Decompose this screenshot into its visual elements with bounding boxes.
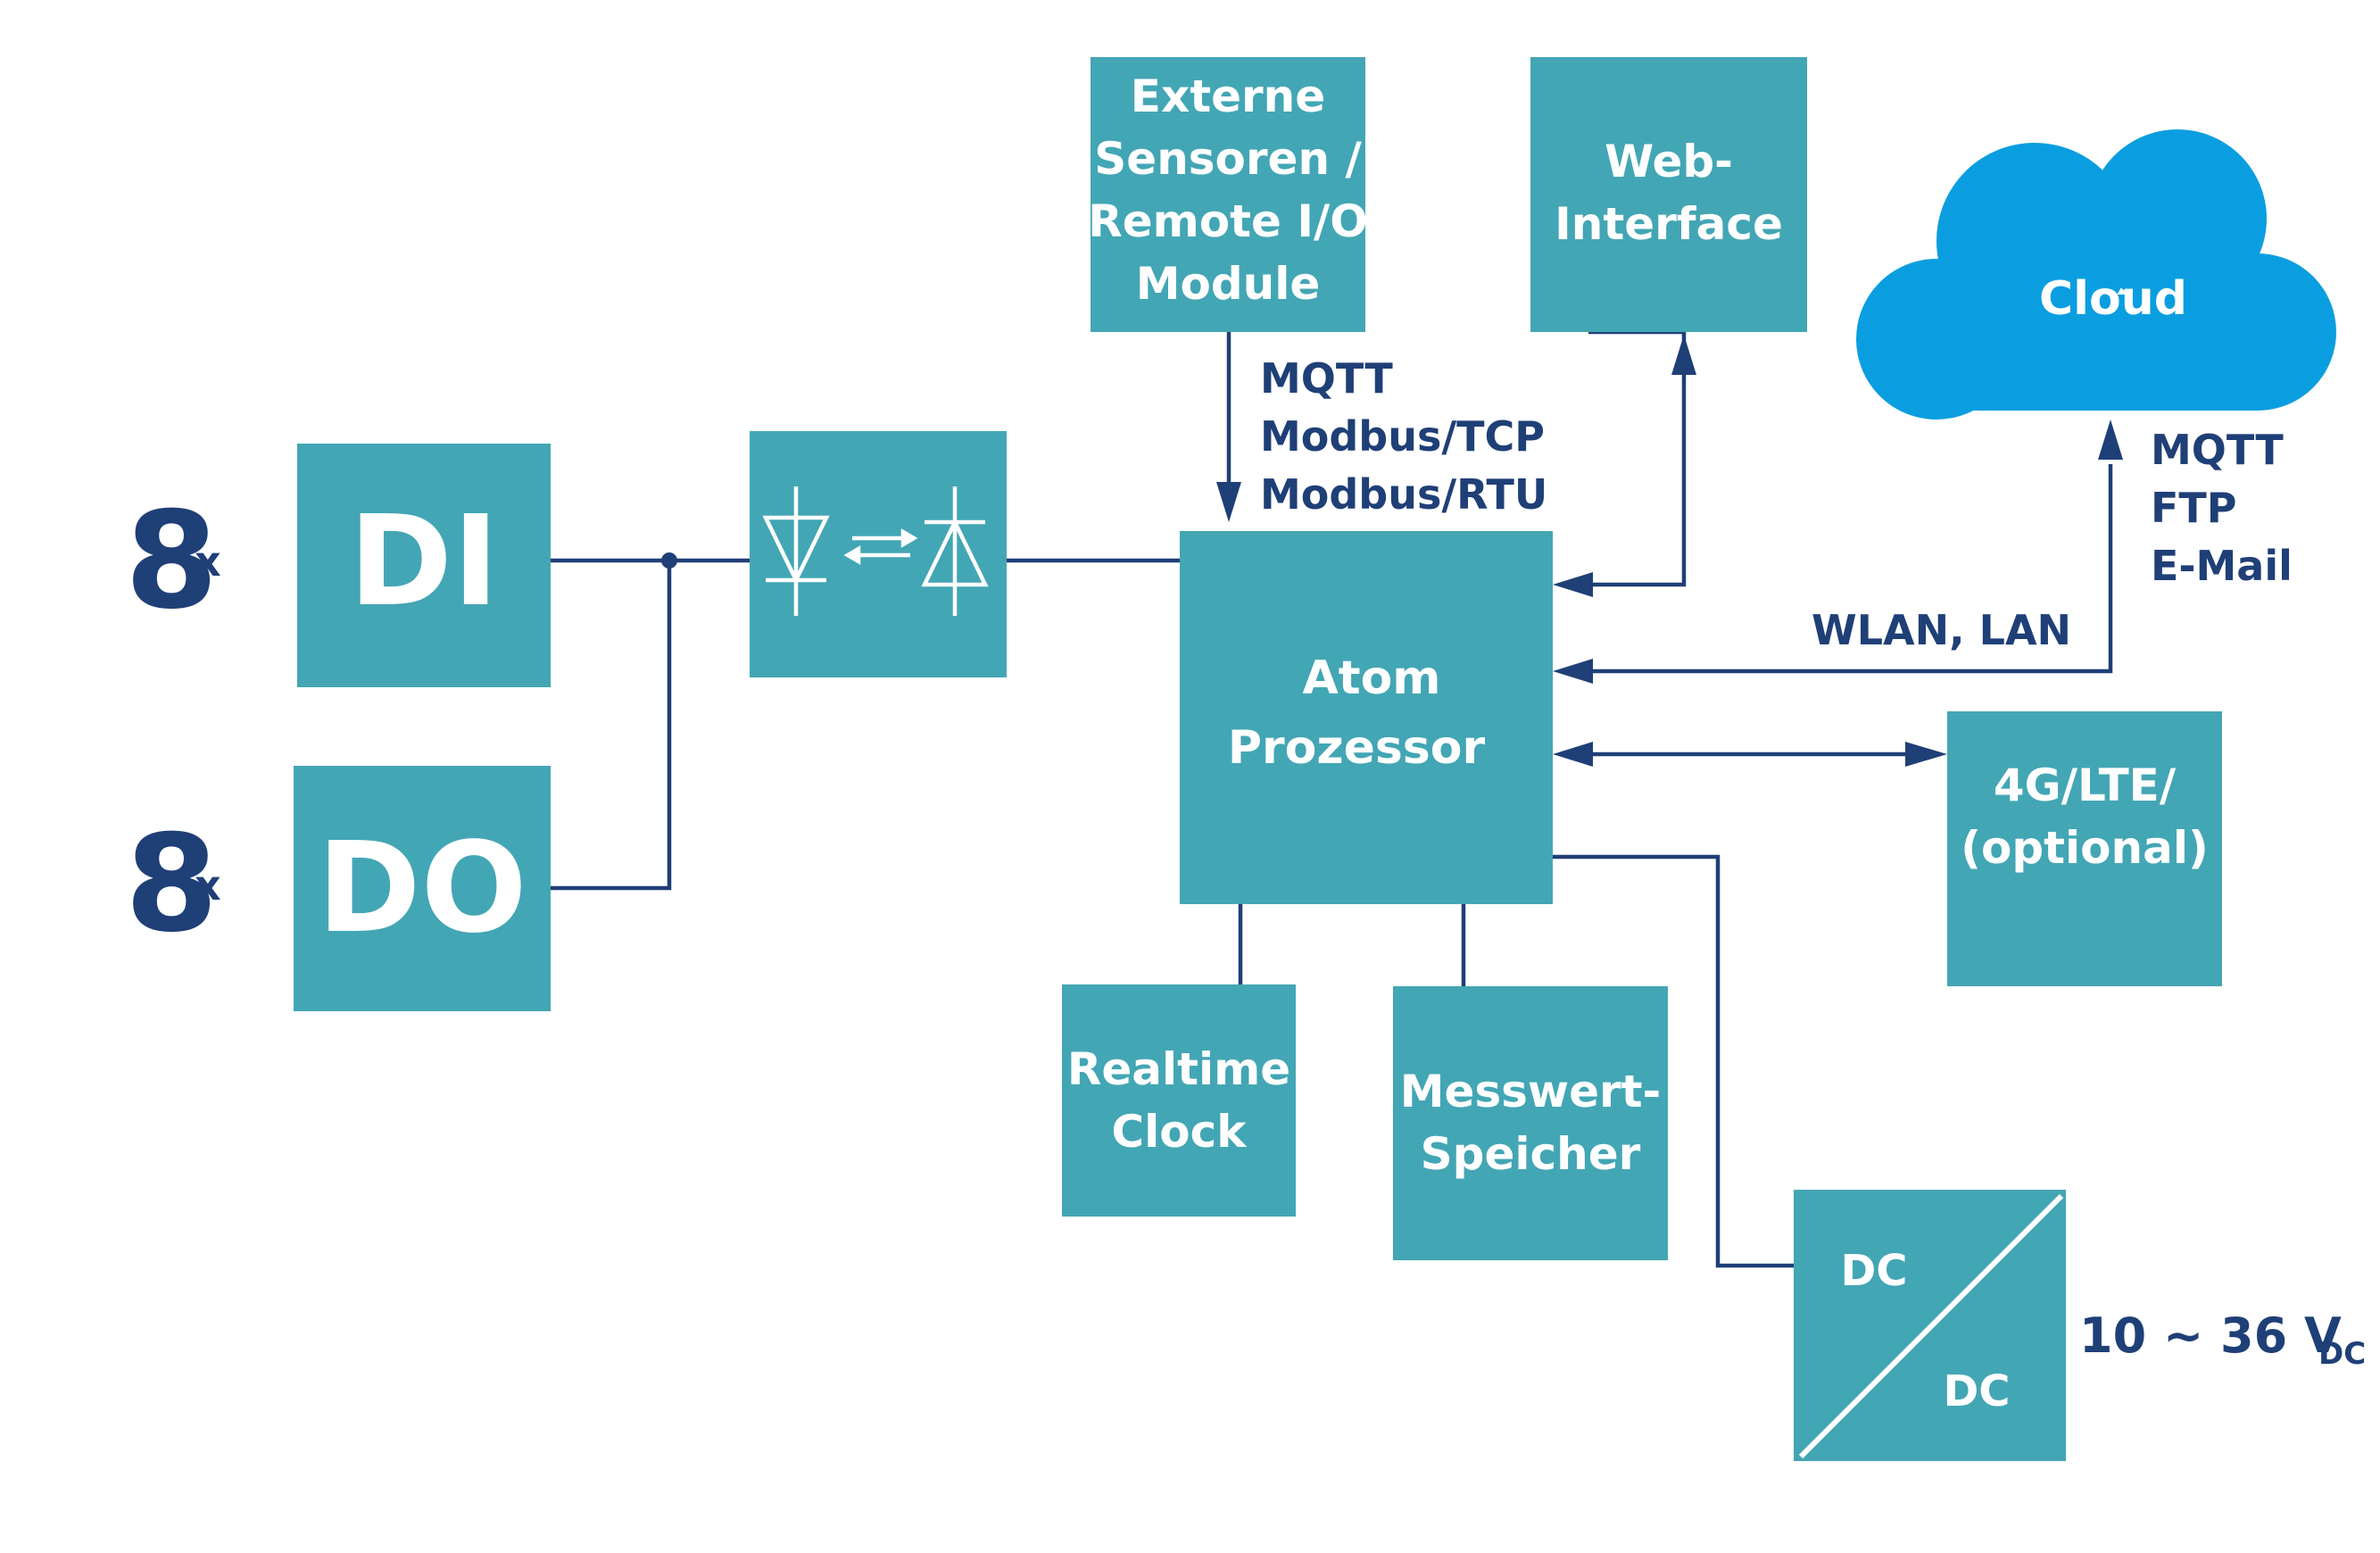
- external-sensors-line-4: Module: [1136, 258, 1321, 310]
- digital-input-group: 8 x DI: [125, 444, 551, 687]
- cloud-protocol-2: FTP: [2151, 484, 2237, 532]
- arrow-into-processor-top: [1216, 482, 1241, 522]
- sensor-protocol-3: Modbus/RTU: [1260, 470, 1547, 519]
- lte-block: 4G/LTE/ (optional): [1947, 711, 2222, 986]
- sensor-protocol-1: MQTT: [1260, 354, 1393, 403]
- storage-block: Messwert- Speicher: [1393, 986, 1668, 1260]
- wire-web-interface: [1588, 329, 1687, 587]
- di-block: [297, 444, 551, 687]
- di-count-suffix: x: [195, 537, 221, 585]
- cloud-protocols: MQTT FTP E-Mail: [2151, 426, 2293, 590]
- lte-line-2: (optional): [1961, 822, 2209, 874]
- do-count-suffix: x: [195, 861, 221, 909]
- arrow-into-lte: [1905, 742, 1947, 767]
- rtc-box: [1062, 984, 1296, 1217]
- do-count: 8: [125, 807, 218, 962]
- isolator-block: [750, 431, 1007, 677]
- arrow-web-into-processor: [1553, 572, 1593, 597]
- cloud-label: Cloud: [2039, 272, 2187, 326]
- dcdc-converter-block: DC DC: [1794, 1190, 2066, 1461]
- rtc-line-2: Clock: [1111, 1106, 1248, 1158]
- connection-wires: [551, 329, 2123, 1268]
- rtc-line-1: Realtime: [1067, 1043, 1290, 1095]
- voltage-label: 10 ~ 36 V: [2079, 1308, 2342, 1364]
- external-sensors-line-1: Externe: [1131, 71, 1325, 122]
- storage-line-1: Messwert-: [1400, 1066, 1662, 1117]
- di-label: DI: [349, 489, 499, 635]
- digital-output-group: 8 x DO: [125, 766, 551, 1011]
- lte-line-1: 4G/LTE/: [1994, 760, 2177, 811]
- do-block: [294, 766, 551, 1011]
- arrow-lte-into-processor: [1553, 742, 1593, 767]
- processor-line-1: Atom: [1302, 652, 1440, 705]
- web-interface-line-1: Web-: [1605, 136, 1733, 187]
- storage-box: [1393, 986, 1668, 1260]
- wire-do-junction: [551, 561, 672, 891]
- external-sensors-box: [1090, 57, 1365, 332]
- arrow-into-cloud: [2098, 419, 2123, 460]
- external-sensors-line-2: Sensoren /: [1094, 133, 1362, 185]
- dcdc-input-label: DC: [1840, 1246, 1907, 1296]
- do-label: DO: [317, 816, 527, 961]
- arrow-into-web-interface: [1671, 335, 1696, 375]
- processor-line-2: Prozessor: [1228, 721, 1486, 775]
- cloud-protocol-3: E-Mail: [2151, 542, 2293, 590]
- cloud-icon: [1856, 129, 2336, 419]
- arrow-cloud-into-processor: [1553, 659, 1593, 684]
- cloud-protocol-1: MQTT: [2151, 426, 2284, 474]
- external-sensors-line-3: Remote I/O: [1088, 195, 1367, 247]
- sensor-protocol-2: Modbus/TCP: [1260, 412, 1545, 461]
- voltage-subscript: DC: [2318, 1336, 2366, 1372]
- processor-block: Atom Prozessor: [1180, 531, 1553, 904]
- wire-power: [1553, 854, 1794, 1268]
- web-interface-box: [1530, 57, 1807, 332]
- lte-box: [1947, 711, 2222, 986]
- di-count: 8: [125, 484, 218, 639]
- dcdc-divider: [1798, 1193, 2064, 1459]
- web-interface-line-2: Interface: [1555, 198, 1783, 250]
- wire-cloud: [1588, 464, 2113, 674]
- storage-line-2: Speicher: [1421, 1128, 1641, 1180]
- web-interface-block: Web- Interface: [1530, 57, 1807, 332]
- external-sensors-block: Externe Sensoren / Remote I/O Module: [1088, 57, 1368, 332]
- optocoupler-icon: [762, 486, 989, 616]
- cloud-block: Cloud: [1856, 129, 2336, 419]
- dcdc-output-label: DC: [1943, 1366, 2010, 1416]
- voltage-label-group: 10 ~ 36 V DC: [2079, 1308, 2366, 1372]
- junction-dot: [661, 552, 677, 569]
- rtc-block: Realtime Clock: [1062, 984, 1296, 1217]
- sensor-protocols: MQTT Modbus/TCP Modbus/RTU: [1260, 354, 1547, 519]
- processor-box: [1180, 531, 1553, 904]
- network-label: WLAN, LAN: [1812, 606, 2071, 654]
